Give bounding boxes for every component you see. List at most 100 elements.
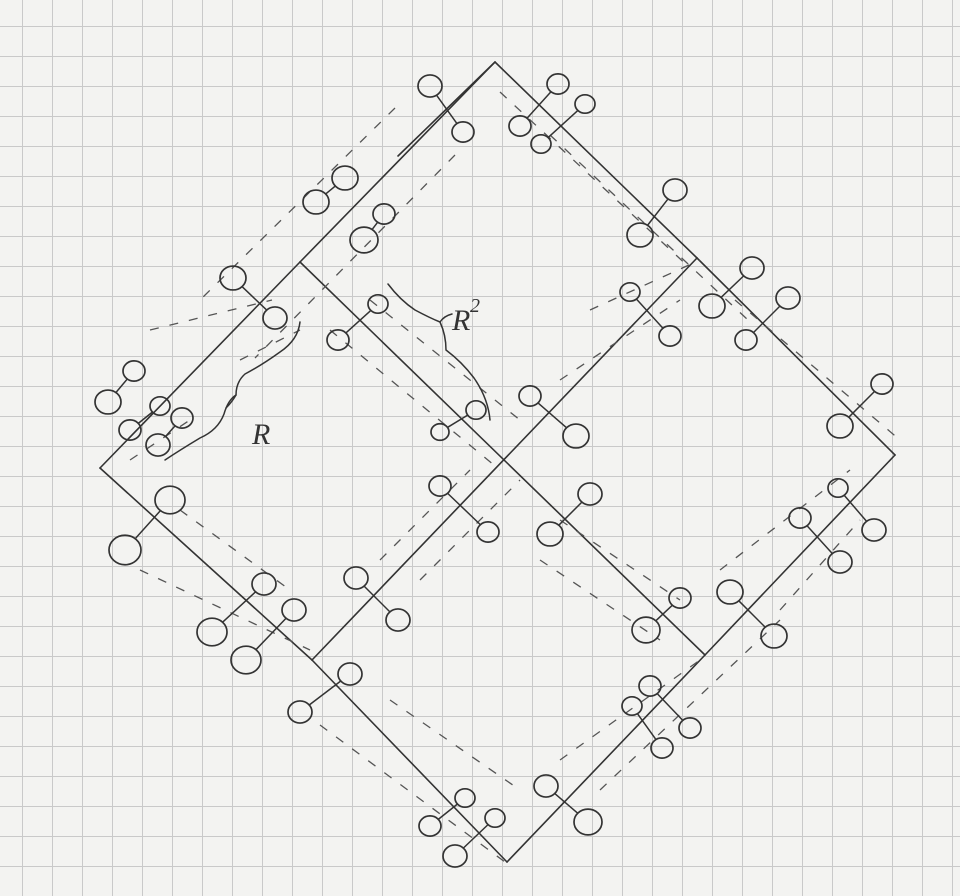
dumbbell (699, 257, 764, 318)
dumbbell-bond (116, 379, 127, 392)
dumbbell-atom (862, 519, 886, 541)
dumbbell-bond (326, 186, 335, 193)
dumbbell-atom (431, 424, 449, 441)
dumbbell-bond (464, 825, 488, 848)
dumbbell-atom (717, 580, 743, 604)
dumbbell-atom (231, 646, 261, 674)
dumbbell-atom (418, 75, 442, 97)
dumbbell-atom (519, 386, 541, 406)
dumbbell-atom (531, 135, 551, 153)
dumbbell-atom (871, 374, 893, 394)
dumbbell-bond (845, 496, 867, 521)
dumbbell-bond (310, 681, 341, 704)
brace-small (165, 322, 300, 460)
dumbbell-atom (197, 618, 227, 646)
dashed-edge (380, 470, 470, 560)
dumbbell-atom (622, 697, 642, 715)
dumbbell (828, 479, 886, 541)
dumbbell (627, 179, 687, 247)
lattice-edge (705, 455, 895, 655)
dumbbell-atom (95, 390, 121, 414)
dumbbell (109, 486, 185, 565)
lattice-edge (507, 655, 705, 862)
dumbbell-atom (578, 483, 602, 505)
dumbbell-atom (123, 361, 145, 381)
dumbbell-bond (373, 223, 378, 229)
dumbbell-atom (575, 95, 595, 113)
dumbbell-atom (740, 257, 764, 279)
dumbbell-atom (563, 424, 589, 448)
dumbbell-atom (828, 551, 852, 573)
dumbbell-bond (166, 426, 175, 436)
dumbbell (231, 599, 306, 674)
dumbbell-atom (386, 609, 410, 631)
dumbbell-bond (555, 794, 577, 813)
spacing-label-large: R (451, 304, 470, 337)
dumbbell (789, 508, 852, 573)
dumbbell-bond (656, 606, 672, 621)
dashed-edge (240, 330, 300, 360)
dashed-edge (320, 725, 505, 862)
dashed-edge (200, 108, 395, 300)
dumbbell-bond (849, 392, 874, 417)
dumbbell-atom (429, 476, 451, 496)
dumbbell-atom (789, 508, 811, 528)
dashed-edge (600, 620, 780, 790)
dumbbell-bond (448, 494, 480, 525)
dumbbell-bond (538, 403, 566, 427)
dumbbell (197, 573, 276, 646)
dumbbell-atom (288, 701, 312, 723)
spacing-label-small: R (251, 418, 270, 451)
dashed-edge (560, 660, 700, 760)
dumbbell-atom (344, 567, 368, 589)
dumbbell-bond (136, 511, 160, 538)
dumbbell-atom (332, 166, 358, 190)
dashed-edge (150, 300, 272, 330)
dashed-edge (560, 520, 680, 600)
dumbbell-atom (534, 775, 558, 797)
dumbbell (519, 386, 589, 448)
dashed-edge (590, 260, 700, 310)
dumbbell-atom (699, 294, 725, 318)
dumbbell (303, 166, 358, 214)
dumbbell-atom (263, 307, 287, 329)
dumbbell-atom (350, 227, 378, 253)
dumbbell (534, 775, 602, 835)
dumbbell (344, 567, 410, 631)
dumbbell-bond (242, 287, 266, 310)
dashed-edge (390, 700, 520, 790)
dumbbell-atom (574, 809, 602, 835)
dumbbell-atom (639, 676, 661, 696)
dumbbell-atom (663, 179, 687, 201)
dumbbell (827, 374, 893, 438)
dumbbell-bond (807, 526, 832, 553)
dumbbell (443, 809, 505, 867)
lattice-edge (495, 62, 697, 258)
lattice-edge (300, 62, 495, 262)
dumbbell-atom (327, 330, 349, 350)
dumbbell-bond (364, 586, 389, 611)
dumbbell-atom (776, 287, 800, 309)
dumbbell-atom (537, 522, 563, 546)
dumbbell-atom (509, 116, 531, 136)
dumbbell-bond (559, 502, 581, 524)
dumbbell (717, 580, 787, 648)
dumbbell-atom (679, 718, 701, 738)
dashed-edge (130, 420, 190, 460)
dumbbell (146, 408, 193, 456)
dumbbell-bond (638, 714, 656, 739)
dumbbell (220, 266, 287, 329)
dumbbell-atom (485, 809, 505, 827)
lattice-edge (312, 258, 697, 660)
dumbbell (288, 663, 362, 723)
dumbbell-bond (548, 111, 577, 138)
lattice-edge (697, 258, 895, 455)
dumbbell-atom (651, 738, 673, 758)
dumbbell-atom (761, 624, 787, 648)
dumbbell-atom (373, 204, 395, 224)
dashed-edge (540, 560, 660, 640)
dumbbell-bond (439, 804, 458, 819)
lattice-edge (300, 262, 705, 655)
dumbbell-atom (669, 588, 691, 608)
